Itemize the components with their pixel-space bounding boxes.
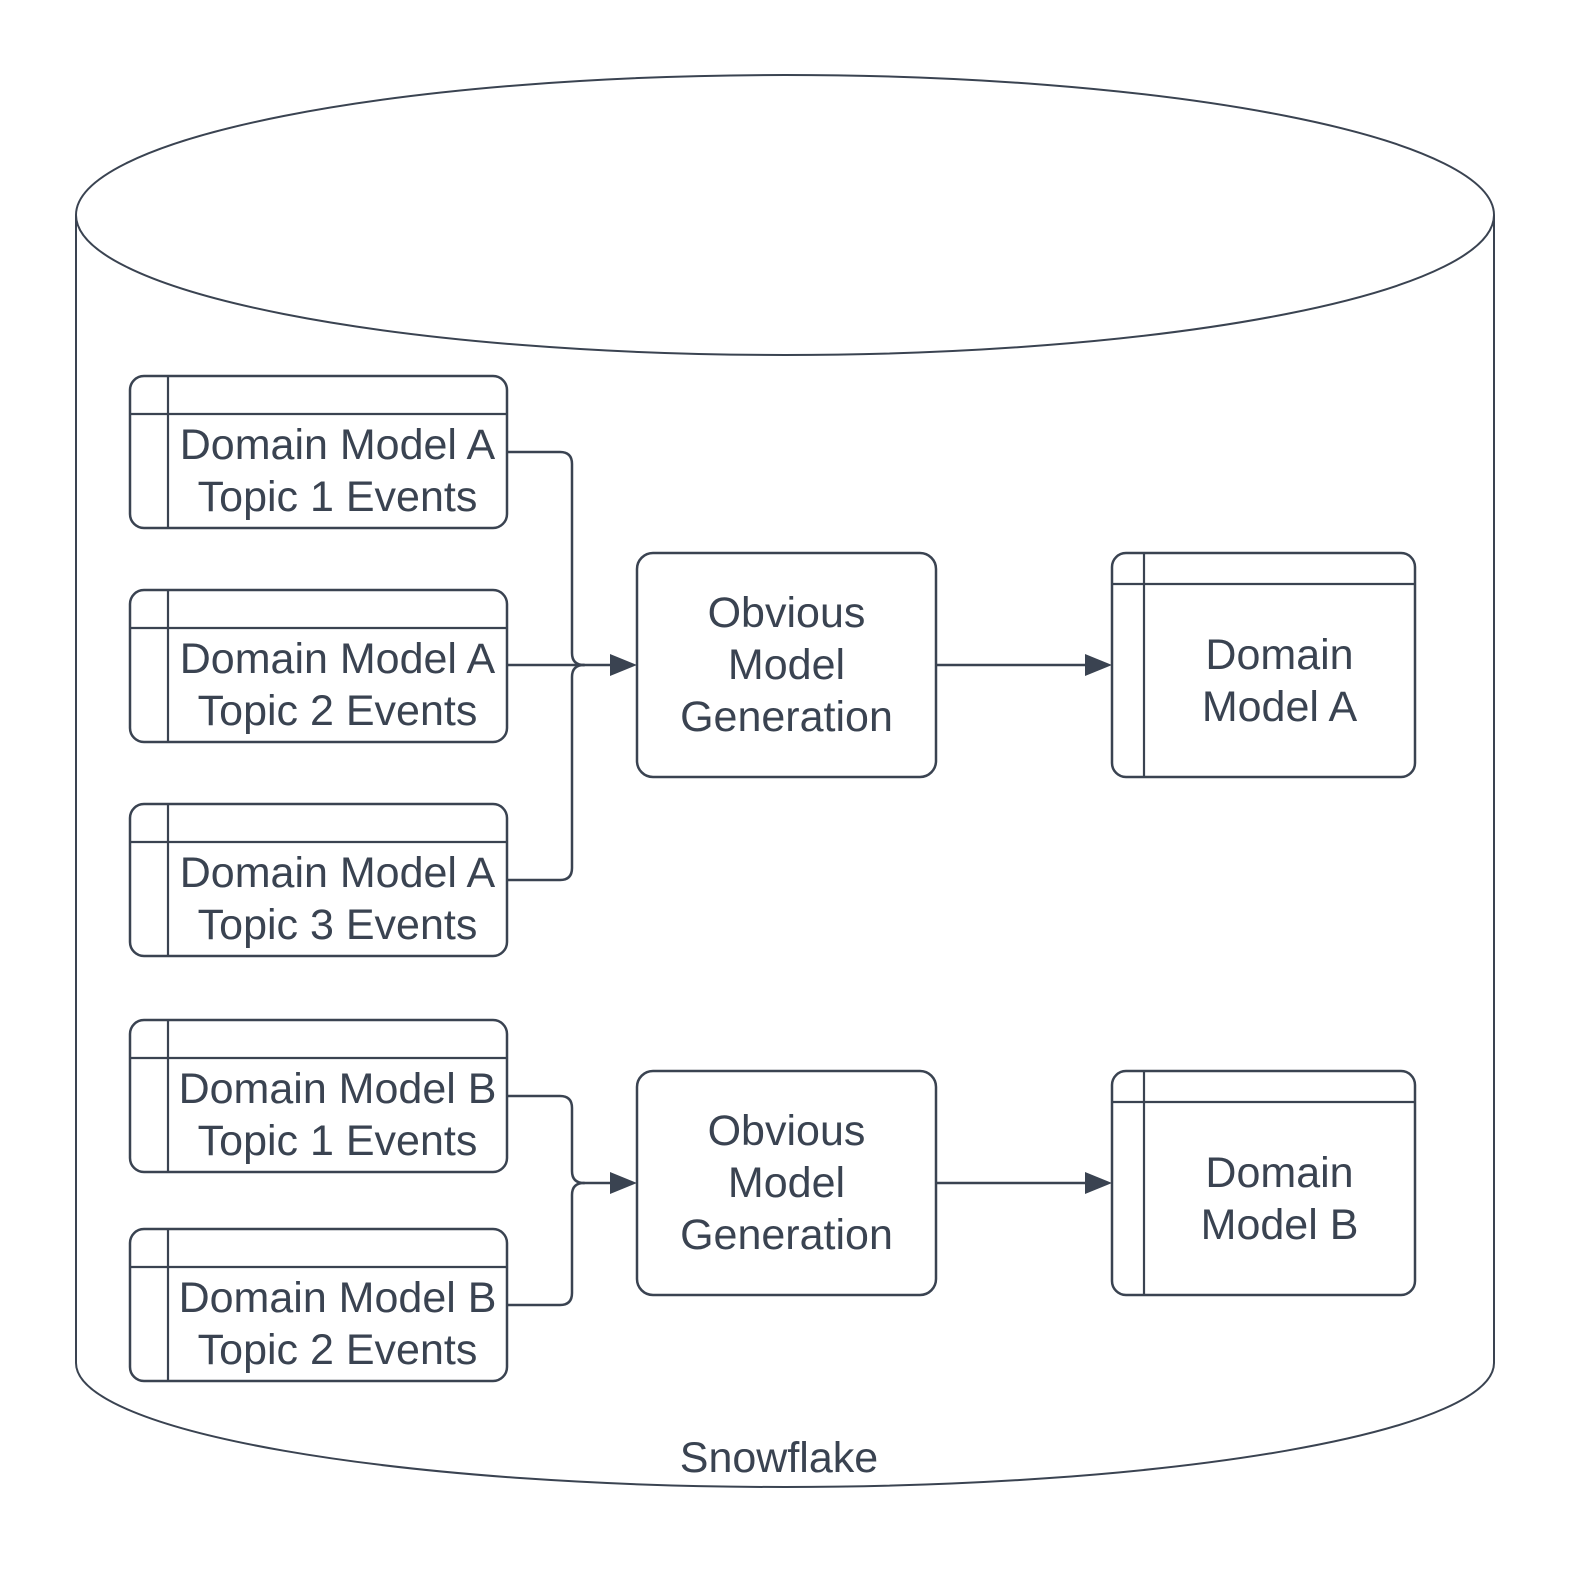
connector-topic-a1-to-merge (505, 450, 586, 667)
label-topic-b1: Domain Model B Topic 1 Events (178, 1065, 497, 1165)
label-process-a: Obvious Model Generation (680, 589, 893, 741)
arrowhead-into-process-a (610, 654, 637, 676)
connector-topic-b2-to-merge (505, 1181, 586, 1307)
table-shape-topic-a1 (128, 374, 509, 530)
label-output-b: Domain Model B (1200, 1148, 1359, 1249)
label-topic-a3: Domain Model A Topic 3 Events (179, 849, 496, 949)
snowflake-cylinder-shape (75, 74, 1495, 1488)
table-shape-domain-model-b (1110, 1069, 1417, 1297)
label-topic-a1: Domain Model A Topic 1 Events (179, 421, 496, 521)
connector-topic-a3-to-merge (505, 663, 586, 882)
label-process-b: Obvious Model Generation (680, 1107, 893, 1259)
table-shape-topic-a2 (128, 588, 509, 744)
arrowhead-into-output-b (1085, 1172, 1112, 1194)
table-shape-domain-model-a (1110, 551, 1417, 779)
label-topic-b2: Domain Model B Topic 2 Events (178, 1274, 497, 1374)
process-shape-obvious-model-generation-a (635, 551, 938, 779)
arrowhead-into-process-b (610, 1172, 637, 1194)
arrowhead-into-output-a (1085, 654, 1112, 676)
label-output-a: Domain Model A (1201, 630, 1358, 731)
label-topic-a2: Domain Model A Topic 2 Events (179, 635, 496, 735)
table-shape-topic-b1 (128, 1018, 509, 1174)
label-snowflake: Snowflake (679, 1434, 879, 1482)
table-shape-topic-a3 (128, 802, 509, 958)
table-shape-topic-b2 (128, 1227, 509, 1383)
connector-topic-b1-to-merge (505, 1094, 586, 1185)
process-shape-obvious-model-generation-b (635, 1069, 938, 1297)
